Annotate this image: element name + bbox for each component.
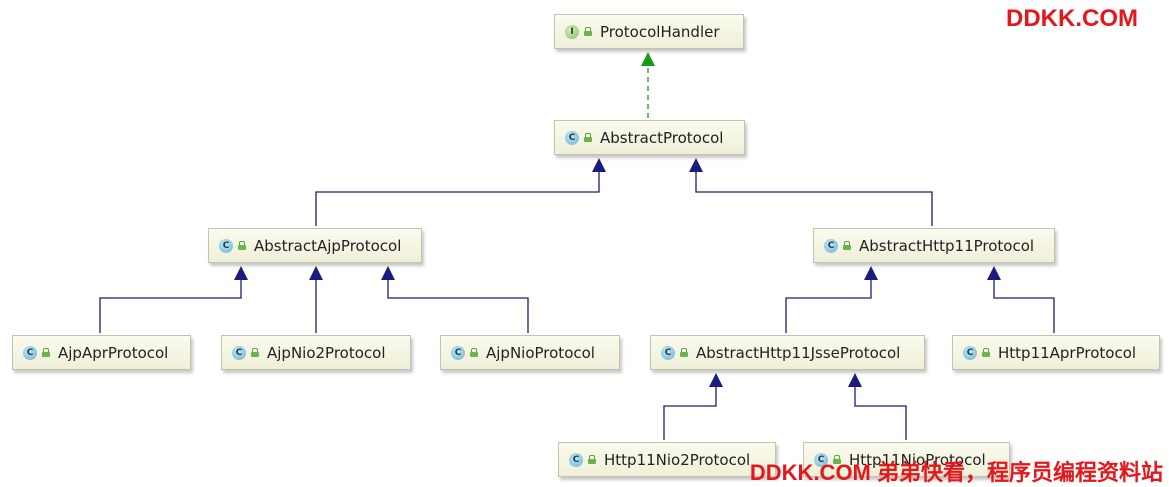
interface-icon: I xyxy=(565,24,579,39)
class-name: AjpAprProtocol xyxy=(58,343,169,362)
class-name: AjpNioProtocol xyxy=(486,343,595,362)
extends-line xyxy=(785,280,872,333)
extends-arrowhead xyxy=(709,373,723,387)
class-icon: C xyxy=(963,345,977,360)
extends-line xyxy=(663,387,717,440)
class-node-http11-apr-protocol[interactable]: C Http11AprProtocol xyxy=(952,335,1160,370)
lock-icon xyxy=(588,455,596,464)
class-icon: C xyxy=(824,238,838,253)
edge-ajp-apr-extends-abstract-ajp xyxy=(99,266,248,333)
class-name: ProtocolHandler xyxy=(600,22,720,41)
class-icon: C xyxy=(219,238,233,253)
class-node-abstract-ajp-protocol[interactable]: C AbstractAjpProtocol xyxy=(208,228,422,263)
class-name: AjpNio2Protocol xyxy=(267,343,386,362)
lock-icon xyxy=(982,348,990,357)
class-icon: C xyxy=(232,345,246,360)
class-node-ajp-nio-protocol[interactable]: C AjpNioProtocol xyxy=(440,335,620,370)
lock-icon xyxy=(238,241,246,250)
class-node-ajp-nio2-protocol[interactable]: C AjpNio2Protocol xyxy=(221,335,411,370)
extends-arrowhead xyxy=(864,266,878,280)
edge-abstract-http11-extends-abstract-protocol xyxy=(689,158,933,226)
edge-abstract-protocol-implements-protocol-handler xyxy=(641,52,655,118)
class-name: AbstractHttp11Protocol xyxy=(859,236,1035,255)
class-name: AbstractAjpProtocol xyxy=(254,236,402,255)
lock-icon xyxy=(833,455,841,464)
extends-arrowhead xyxy=(234,266,248,280)
edge-ajp-nio-extends-abstract-ajp xyxy=(381,266,529,333)
extends-arrowhead xyxy=(987,266,1001,280)
class-icon: C xyxy=(451,345,465,360)
class-node-abstract-http11-protocol[interactable]: C AbstractHttp11Protocol xyxy=(813,228,1055,263)
class-node-http11-nio2-protocol[interactable]: C Http11Nio2Protocol xyxy=(558,442,776,477)
lock-icon xyxy=(470,348,478,357)
lock-icon xyxy=(843,241,851,250)
extends-arrowhead xyxy=(848,373,862,387)
lock-icon xyxy=(251,348,259,357)
class-name: Http11Nio2Protocol xyxy=(604,450,751,469)
extends-arrowhead xyxy=(689,158,703,172)
lock-icon xyxy=(42,348,50,357)
watermark-top: DDKK.COM xyxy=(1006,5,1138,32)
class-name: AbstractHttp11JsseProtocol xyxy=(696,343,901,362)
class-icon: C xyxy=(23,345,37,360)
class-icon: C xyxy=(814,452,828,467)
extends-line xyxy=(99,280,242,333)
extends-line xyxy=(387,280,529,333)
extends-line xyxy=(315,172,600,226)
class-icon: C xyxy=(661,345,675,360)
implements-arrowhead xyxy=(641,52,655,66)
lock-icon xyxy=(680,348,688,357)
edge-ajp-nio2-extends-abstract-ajp xyxy=(309,266,323,333)
class-name: Http11NioProtocol xyxy=(849,450,986,469)
extends-arrowhead xyxy=(592,158,606,172)
extends-arrowhead xyxy=(309,266,323,280)
lock-icon xyxy=(584,27,592,36)
watermark-bottom: DDKK.COM 弟弟快看，程序员编程资料站 xyxy=(749,460,1163,485)
class-node-ajp-apr-protocol[interactable]: C AjpAprProtocol xyxy=(12,335,191,370)
extends-line xyxy=(854,387,907,440)
class-icon: C xyxy=(565,130,579,145)
edge-http11-nio2-extends-abstract-http11-jsse xyxy=(663,373,723,440)
lock-icon xyxy=(584,133,592,142)
edge-abstract-ajp-extends-abstract-protocol xyxy=(315,158,606,226)
class-node-protocol-handler[interactable]: I ProtocolHandler xyxy=(554,14,744,49)
class-name: Http11AprProtocol xyxy=(998,343,1137,362)
class-icon: C xyxy=(569,452,583,467)
edge-abstract-http11-jsse-extends-abstract-http11 xyxy=(785,266,878,333)
extends-arrowhead xyxy=(381,266,395,280)
class-node-abstract-http11-jsse-protocol[interactable]: C AbstractHttp11JsseProtocol xyxy=(650,335,925,370)
edge-http11-apr-extends-abstract-http11 xyxy=(987,266,1055,333)
class-node-http11-nio-protocol[interactable]: C Http11NioProtocol xyxy=(803,442,1010,477)
extends-line xyxy=(993,280,1055,333)
class-name: AbstractProtocol xyxy=(600,128,724,147)
extends-line xyxy=(695,172,933,226)
class-node-abstract-protocol[interactable]: C AbstractProtocol xyxy=(554,120,745,155)
edge-http11-nio-extends-abstract-http11-jsse xyxy=(848,373,907,440)
